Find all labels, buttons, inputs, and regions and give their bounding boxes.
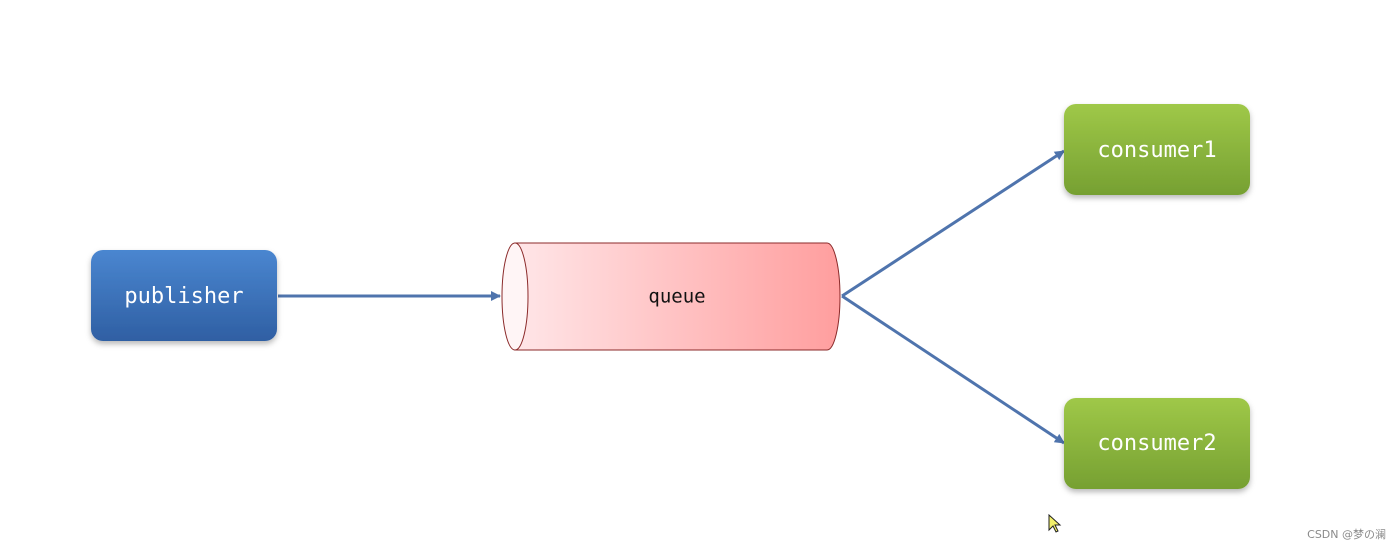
consumer1-box — [1064, 104, 1250, 195]
publisher-node: publisher — [91, 250, 277, 341]
consumer2-label: consumer2 — [1097, 431, 1216, 456]
watermark-text: CSDN @梦の澜 — [1307, 528, 1386, 541]
queue-body — [514, 242, 841, 351]
consumer2-box — [1064, 398, 1250, 489]
consumer1-label: consumer1 — [1097, 138, 1216, 163]
mouse-pointer-icon — [1048, 513, 1062, 533]
queue-end-cap — [501, 242, 529, 351]
queue-label: queue — [648, 286, 705, 308]
publisher-box — [91, 250, 277, 341]
publisher-label: publisher — [124, 284, 243, 309]
consumer1-node: consumer1 — [1064, 104, 1250, 195]
consumer2-node: consumer2 — [1064, 398, 1250, 489]
arrow-queue-to-consumer1 — [841, 149, 1065, 298]
arrow-queue-to-consumer2 — [841, 294, 1065, 445]
queue-node: queue — [501, 242, 841, 351]
